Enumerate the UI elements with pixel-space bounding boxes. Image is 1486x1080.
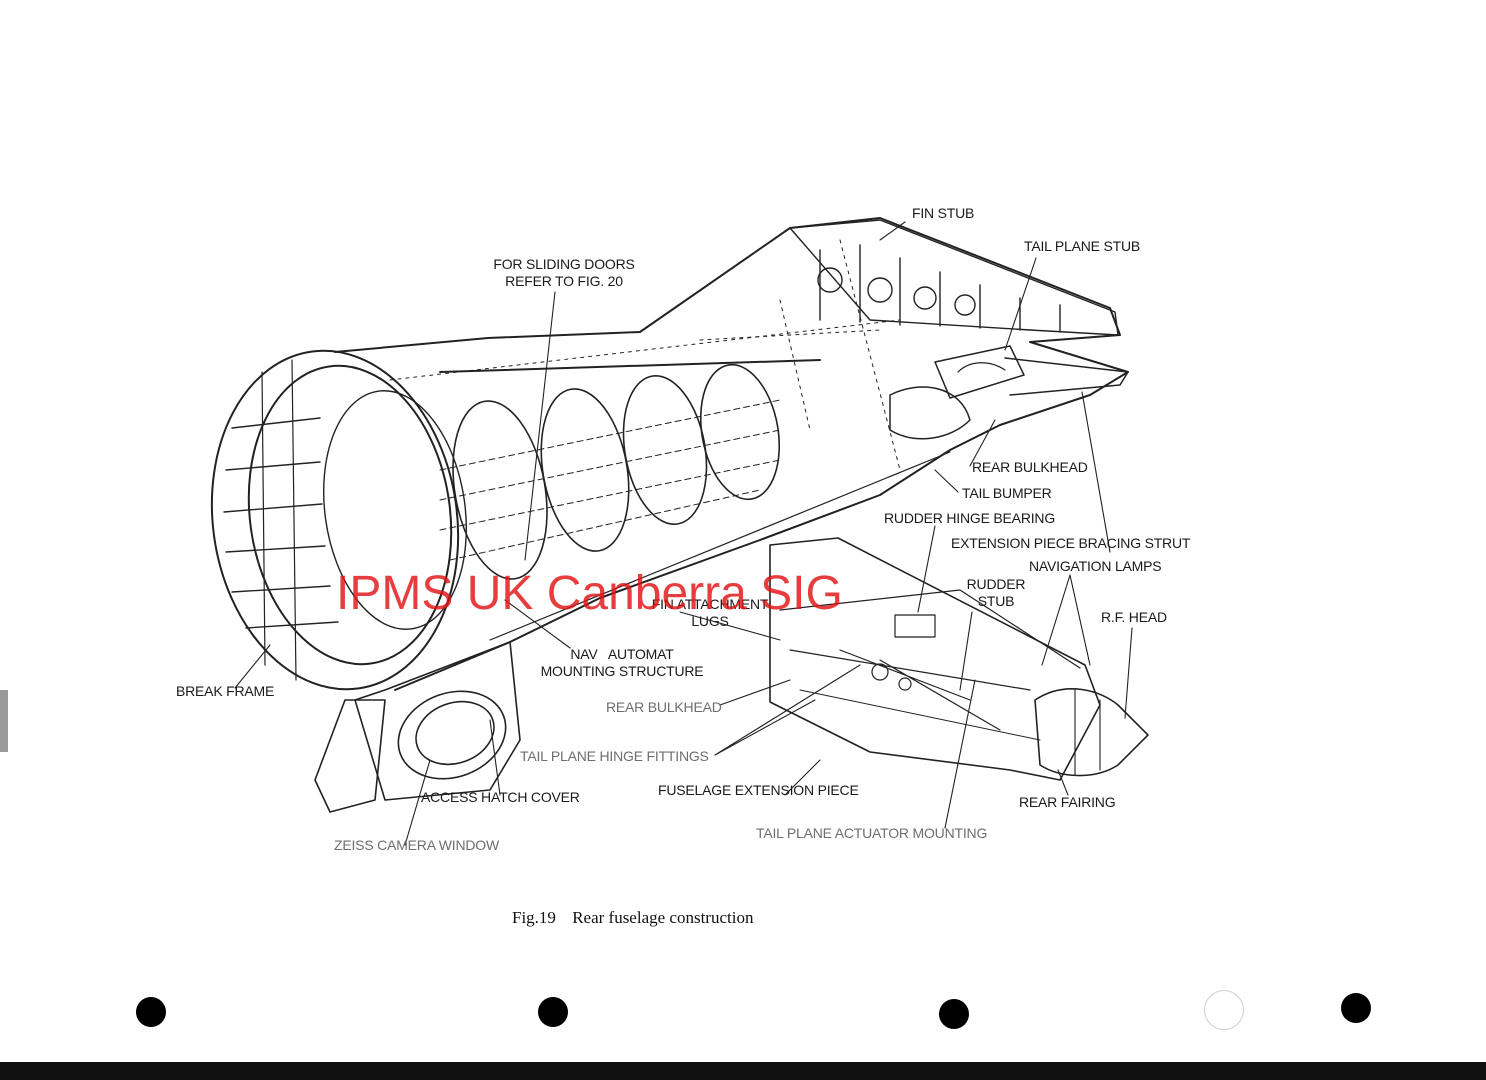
label-rf-head: R.F. HEAD bbox=[1101, 609, 1167, 625]
tail-plane-stub bbox=[889, 345, 1129, 440]
binder-hole bbox=[1341, 993, 1371, 1023]
binder-hole bbox=[136, 997, 166, 1027]
label-nav-automat-line-1: NAV AUTOMAT bbox=[570, 646, 674, 662]
label-rudder-stub: RUDDER STUB bbox=[958, 576, 1034, 610]
label-tail-plane-hinge-fittings: TAIL PLANE HINGE FITTINGS bbox=[520, 748, 709, 764]
label-sliding-doors: FOR SLIDING DOORS REFER TO FIG. 20 bbox=[480, 256, 648, 290]
label-rear-fairing: REAR FAIRING bbox=[1019, 794, 1116, 810]
rf-head-cone bbox=[1034, 688, 1149, 777]
label-rudder-stub-line-2: STUB bbox=[977, 593, 1015, 609]
scan-bottom-edge bbox=[0, 1062, 1486, 1080]
label-fuselage-extension-piece: FUSELAGE EXTENSION PIECE bbox=[658, 782, 859, 798]
label-tail-bumper: TAIL BUMPER bbox=[962, 485, 1052, 501]
label-rear-bulkhead-upper: REAR BULKHEAD bbox=[972, 459, 1088, 475]
label-fin-stub: FIN STUB bbox=[912, 205, 975, 221]
label-access-hatch-cover: ACCESS HATCH COVER bbox=[421, 789, 580, 805]
label-fin-attachment-lugs-line-2: LUGS bbox=[691, 613, 729, 629]
label-break-frame: BREAK FRAME bbox=[176, 683, 275, 699]
label-sliding-doors-line-2: REFER TO FIG. 20 bbox=[505, 273, 623, 289]
label-navigation-lamps: NAVIGATION LAMPS bbox=[1029, 558, 1162, 574]
fin-stub-structure bbox=[789, 219, 1119, 336]
label-nav-automat-line-2: MOUNTING STRUCTURE bbox=[540, 663, 704, 679]
label-sliding-doors-line-1: FOR SLIDING DOORS bbox=[493, 256, 635, 272]
label-nav-automat: NAV AUTOMAT MOUNTING STRUCTURE bbox=[534, 646, 710, 680]
binder-hole bbox=[939, 999, 969, 1029]
figure-number: Fig.19 bbox=[512, 908, 556, 927]
label-tail-plane-stub: TAIL PLANE STUB bbox=[1024, 238, 1141, 254]
break-frame-ring bbox=[210, 349, 468, 691]
internal-frames bbox=[439, 363, 781, 580]
label-extension-piece-bracing-strut: EXTENSION PIECE BRACING STRUT bbox=[951, 535, 1191, 551]
scan-left-edge bbox=[0, 690, 8, 752]
label-rudder-stub-line-1: RUDDER bbox=[966, 576, 1026, 592]
figure-caption: Fig.19 Rear fuselage construction bbox=[512, 908, 753, 928]
leader-lines bbox=[234, 221, 1133, 846]
label-rudder-hinge-bearing: RUDDER HINGE BEARING bbox=[884, 510, 1056, 526]
watermark-text: IPMS UK Canberra SIG bbox=[336, 567, 843, 620]
label-zeiss-camera-window: ZEISS CAMERA WINDOW bbox=[334, 837, 499, 853]
binder-hole-faint bbox=[1204, 990, 1244, 1030]
label-rear-bulkhead-lower: REAR BULKHEAD bbox=[606, 699, 722, 715]
label-fin-attachment-lugs: FIN ATTACHMENT LUGS bbox=[640, 596, 780, 630]
label-tail-plane-actuator-mounting: TAIL PLANE ACTUATOR MOUNTING bbox=[756, 825, 988, 841]
access-hatch-assembly bbox=[314, 641, 521, 813]
label-fin-attachment-lugs-line-1: FIN ATTACHMENT bbox=[651, 596, 769, 612]
fuselage-extension-piece bbox=[769, 537, 1101, 781]
figure-title: Rear fuselage construction bbox=[572, 908, 754, 927]
binder-hole bbox=[538, 997, 568, 1027]
